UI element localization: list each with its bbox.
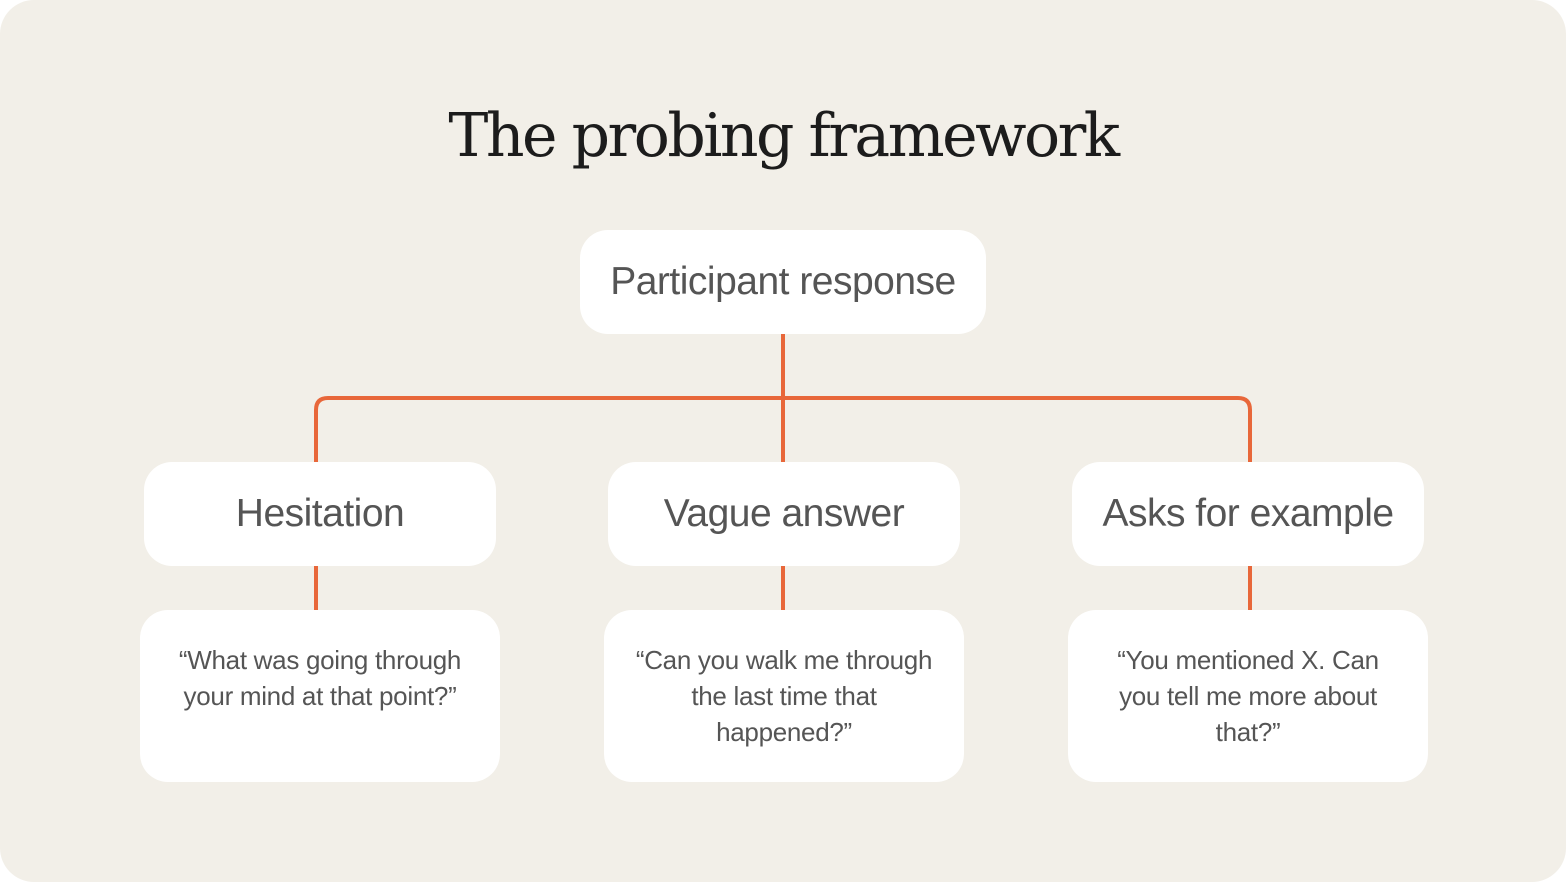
probe-question-hesitation: “What was going through your mind at tha… <box>140 610 500 782</box>
branch-node-asks-for-example: Asks for example <box>1072 462 1424 566</box>
connector-horizontal-bar <box>314 396 1252 462</box>
branch-node-label: Asks for example <box>1102 492 1394 535</box>
probe-question-asks-for-example: “You mentioned X. Can you tell me more a… <box>1068 610 1428 782</box>
branch-node-vague-answer: Vague answer <box>608 462 960 566</box>
branch-node-label: Hesitation <box>235 492 405 535</box>
diagram-title: The probing framework <box>448 101 1120 171</box>
probe-question-text: “What was going through your mind at tha… <box>178 645 462 711</box>
branch-node-hesitation: Hesitation <box>144 462 496 566</box>
probe-question-vague-answer: “Can you walk me through the last time t… <box>604 610 964 782</box>
root-node-participant-response: Participant response <box>580 230 986 334</box>
root-node-label: Participant response <box>610 260 956 303</box>
branch-node-label: Vague answer <box>663 492 905 535</box>
probe-question-text: “You mentioned X. Can you tell me more a… <box>1117 645 1379 747</box>
probe-question-text: “Can you walk me through the last time t… <box>635 645 933 747</box>
